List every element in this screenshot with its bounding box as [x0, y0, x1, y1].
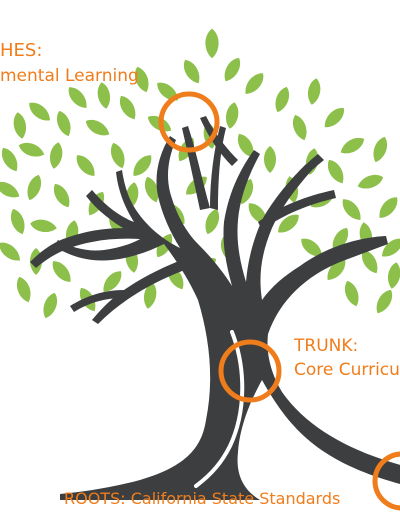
branches-marker-icon: [158, 91, 220, 153]
trunk-heading: TRUNK:: [294, 336, 359, 356]
roots-marker-icon: [372, 451, 400, 511]
trunk-marker-icon: [218, 339, 282, 403]
tree-trunk: [30, 116, 400, 500]
trunk-label: Core Curricu: [294, 360, 400, 380]
trunk-split-line: [194, 330, 245, 488]
marker-group: [158, 91, 400, 511]
branches-label: mental Learning: [0, 66, 139, 86]
roots-label: ROOTS: California State Standards: [64, 489, 341, 508]
branches-heading: HES:: [0, 40, 43, 61]
